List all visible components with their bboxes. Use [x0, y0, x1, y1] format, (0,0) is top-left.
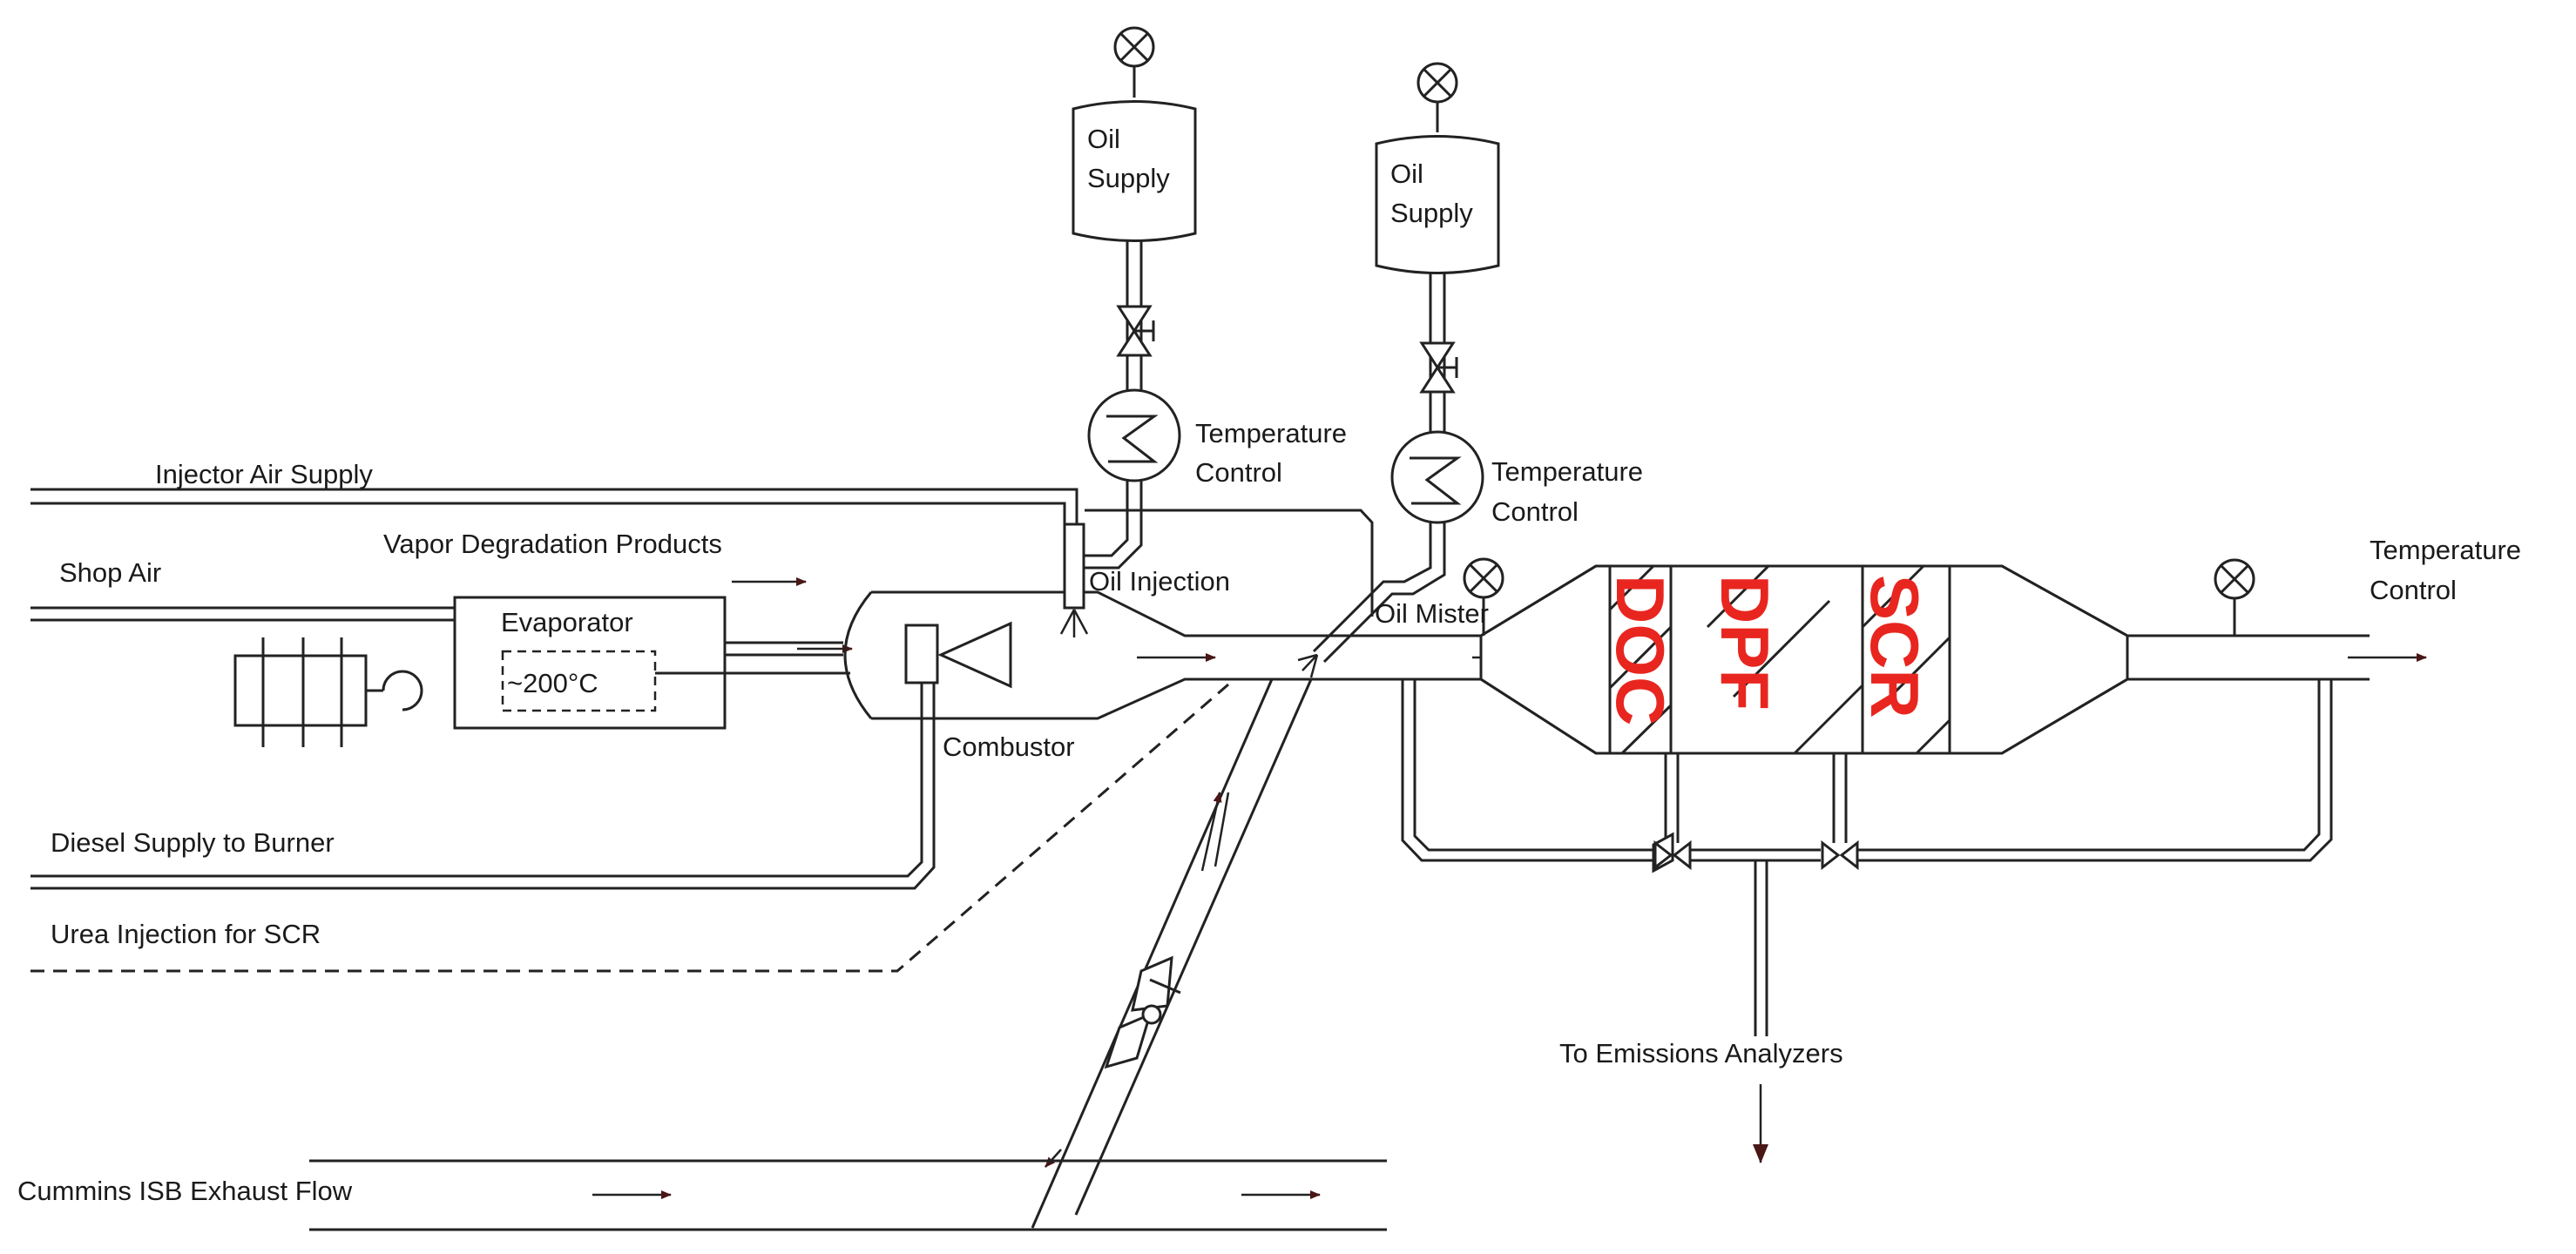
scr-label: SCR	[1856, 575, 1933, 718]
temp-control-2-line-2: Control	[1491, 496, 1579, 527]
shop-air-line	[30, 606, 455, 622]
oil-injection-label: Oil Injection	[1089, 566, 1230, 597]
oil-mister-branch	[1297, 62, 1500, 678]
cummins-exhaust-pipe	[309, 1159, 1387, 1231]
to-analyzers-label: To Emissions Analyzers	[1559, 1038, 1843, 1069]
shop-air-heater-symbol	[233, 637, 423, 747]
temp-control-2-line-1: Temperature	[1491, 456, 1643, 487]
temp-control-outlet-line-2: Control	[2370, 575, 2457, 605]
sampling-lines	[1401, 679, 2333, 1163]
shop-air-label: Shop Air	[59, 557, 161, 588]
cummins-exhaust-label: Cummins ISB Exhaust Flow	[17, 1176, 353, 1206]
dpf-label: DPF	[1707, 575, 1783, 711]
diesel-supply-label: Diesel Supply to Burner	[51, 827, 335, 858]
vapor-degradation-label: Vapor Degradation Products	[383, 529, 722, 559]
oil-supply-2-line-1: Oil	[1390, 158, 1423, 189]
evaporator	[453, 596, 853, 730]
oil-injection-branch	[1059, 26, 1197, 637]
combustor-label: Combustor	[943, 732, 1075, 762]
catalyst-bricks	[1608, 564, 1951, 755]
exhaust-transfer-pipe	[1031, 678, 1313, 1229]
injector-air-supply-label: Injector Air Supply	[155, 459, 373, 489]
doc-label: DOC	[1602, 575, 1679, 725]
injector-air-supply-line	[30, 488, 1374, 617]
oil-supply-2-line-2: Supply	[1390, 198, 1473, 228]
oil-mister-label: Oil Mister	[1375, 598, 1489, 629]
evaporator-label: Evaporator	[501, 607, 633, 637]
urea-injection-line	[30, 683, 1229, 973]
evaporator-temp-label: ~200°C	[507, 668, 598, 698]
oil-supply-1-line-1: Oil	[1087, 124, 1120, 154]
temp-control-outlet-line-1: Temperature	[2370, 535, 2521, 565]
temp-control-1-line-1: Temperature	[1195, 418, 1347, 448]
oil-supply-1-line-2: Supply	[1087, 163, 1170, 193]
temp-control-1-line-2: Control	[1195, 457, 1282, 488]
combustor	[30, 590, 1481, 890]
urea-injection-label: Urea Injection for SCR	[51, 919, 321, 949]
